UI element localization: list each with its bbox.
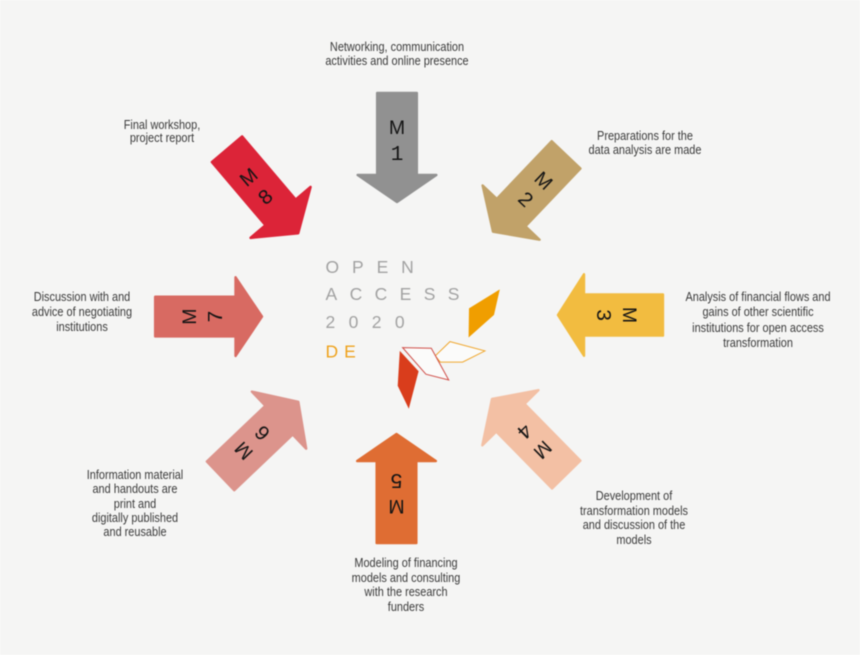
svg-text:DE: DE <box>326 342 362 362</box>
svg-text:OPEN: OPEN <box>326 257 427 277</box>
svg-text:1: 1 <box>391 144 404 167</box>
svg-text:3: 3 <box>590 309 613 322</box>
svg-text:2020: 2020 <box>326 312 419 332</box>
svg-text:M: M <box>179 308 201 324</box>
svg-text:M: M <box>388 495 404 517</box>
svg-text:5: 5 <box>390 467 403 490</box>
svg-text:M: M <box>389 117 405 139</box>
svg-text:ACCESS: ACCESS <box>326 284 472 304</box>
svg-text:7: 7 <box>206 310 229 323</box>
svg-text:M: M <box>618 307 640 323</box>
